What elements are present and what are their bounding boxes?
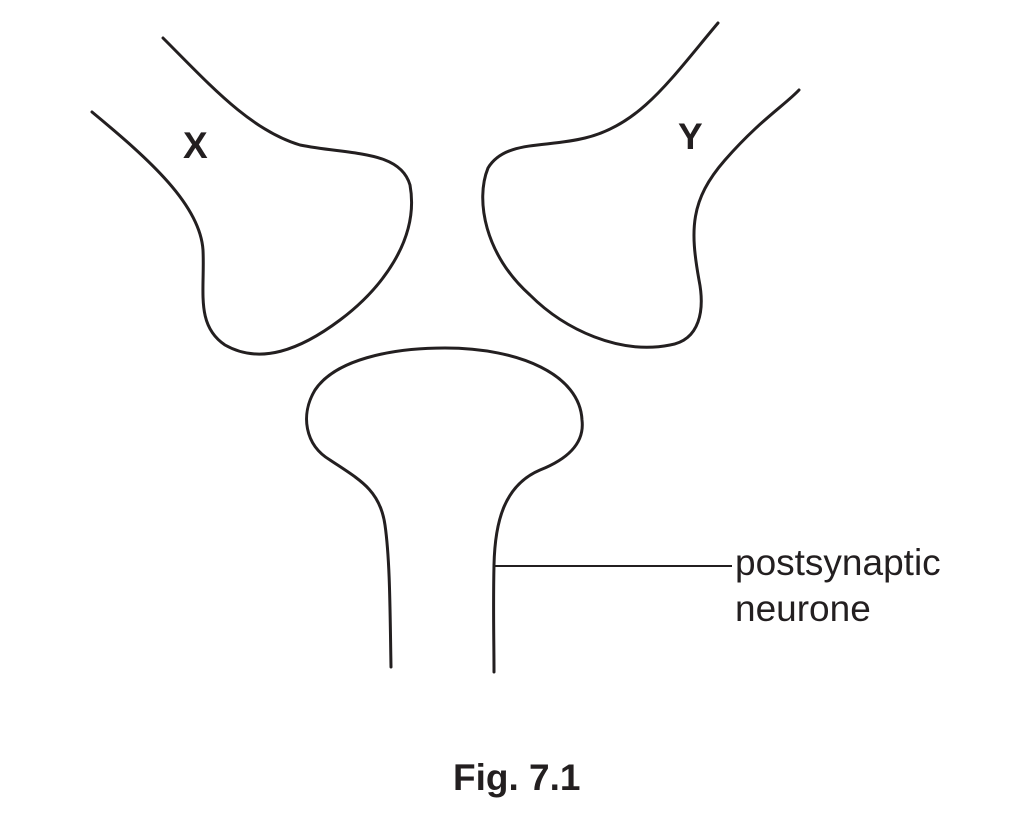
postsynaptic-neurone xyxy=(305,346,584,674)
postsynaptic-label-line1: postsynaptic xyxy=(735,542,941,583)
label-x: X xyxy=(183,125,208,166)
presynaptic-neurone-x xyxy=(90,36,413,356)
presynaptic-neurone-y xyxy=(481,21,801,349)
figure-caption: Fig. 7.1 xyxy=(453,757,580,798)
label-y: Y xyxy=(678,116,703,157)
postsynaptic-label-line2: neurone xyxy=(735,588,871,629)
